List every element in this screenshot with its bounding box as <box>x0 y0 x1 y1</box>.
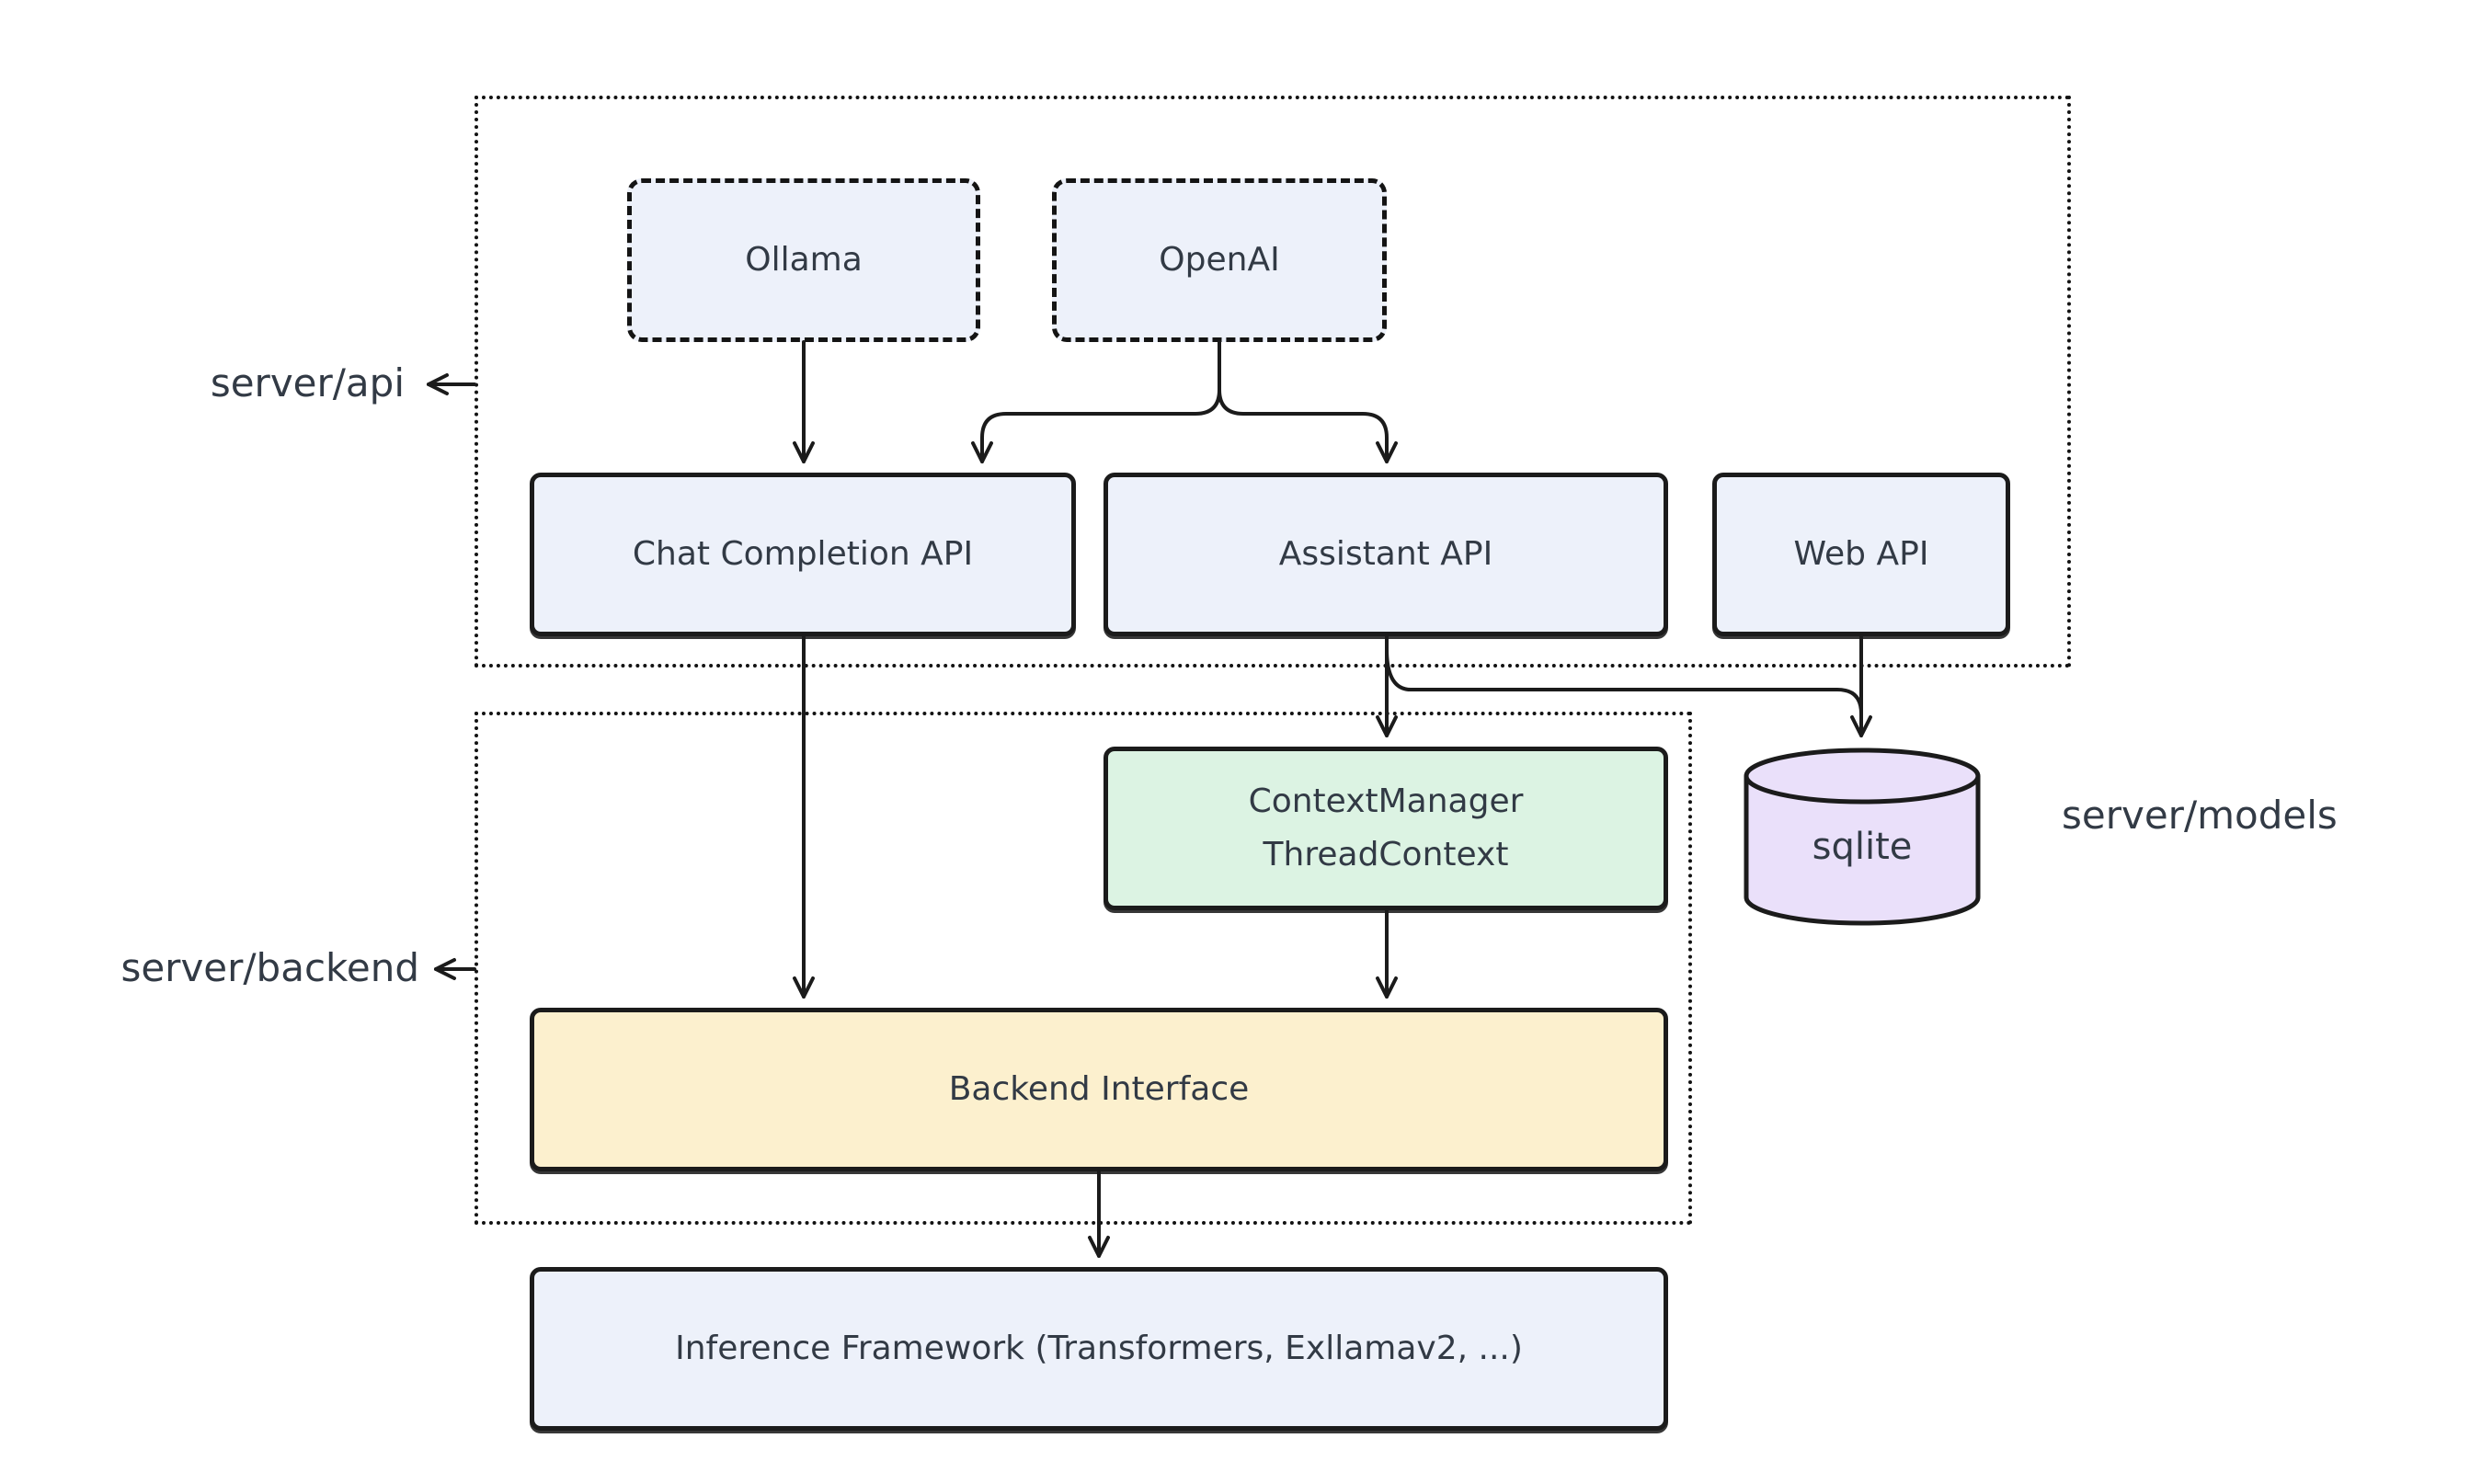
edge-openai-to-chat-completion <box>971 340 1221 463</box>
node-openai: OpenAI <box>1052 178 1387 342</box>
edge-openai-to-assistant <box>1218 340 1398 463</box>
node-chat-completion-api-label: Chat Completion API <box>632 535 974 574</box>
edge-assistant-to-sqlite-branch <box>1385 647 1863 715</box>
node-ollama-label: Ollama <box>745 241 863 280</box>
node-web-api-label: Web API <box>1793 535 1929 574</box>
node-ollama: Ollama <box>627 178 980 342</box>
label-server-api: server/api <box>210 360 405 405</box>
node-backend-interface: Backend Interface <box>530 1008 1668 1171</box>
label-server-models: server/models <box>2062 793 2338 838</box>
node-sqlite-label: sqlite <box>1812 826 1913 868</box>
node-inference-framework: Inference Framework (Transformers, Exlla… <box>530 1267 1668 1431</box>
container-server-backend <box>475 712 1692 1225</box>
node-openai-label: OpenAI <box>1159 241 1280 280</box>
node-web-api: Web API <box>1712 473 2010 636</box>
container-server-api <box>475 96 2071 668</box>
label-server-backend: server/backend <box>120 945 419 990</box>
node-assistant-api: Assistant API <box>1103 473 1668 636</box>
node-backend-interface-label: Backend Interface <box>948 1070 1250 1109</box>
node-context-manager: ContextManager ThreadContext <box>1103 747 1668 910</box>
node-chat-completion-api: Chat Completion API <box>530 473 1076 636</box>
node-context-manager-label-line2: ThreadContext <box>1263 836 1509 873</box>
node-sqlite: sqlite <box>1744 747 1981 930</box>
database-cylinder-icon <box>1744 748 1981 926</box>
node-inference-framework-label: Inference Framework (Transformers, Exlla… <box>675 1330 1523 1368</box>
node-assistant-api-label: Assistant API <box>1278 535 1493 574</box>
node-context-manager-label-line1: ContextManager <box>1248 782 1524 821</box>
